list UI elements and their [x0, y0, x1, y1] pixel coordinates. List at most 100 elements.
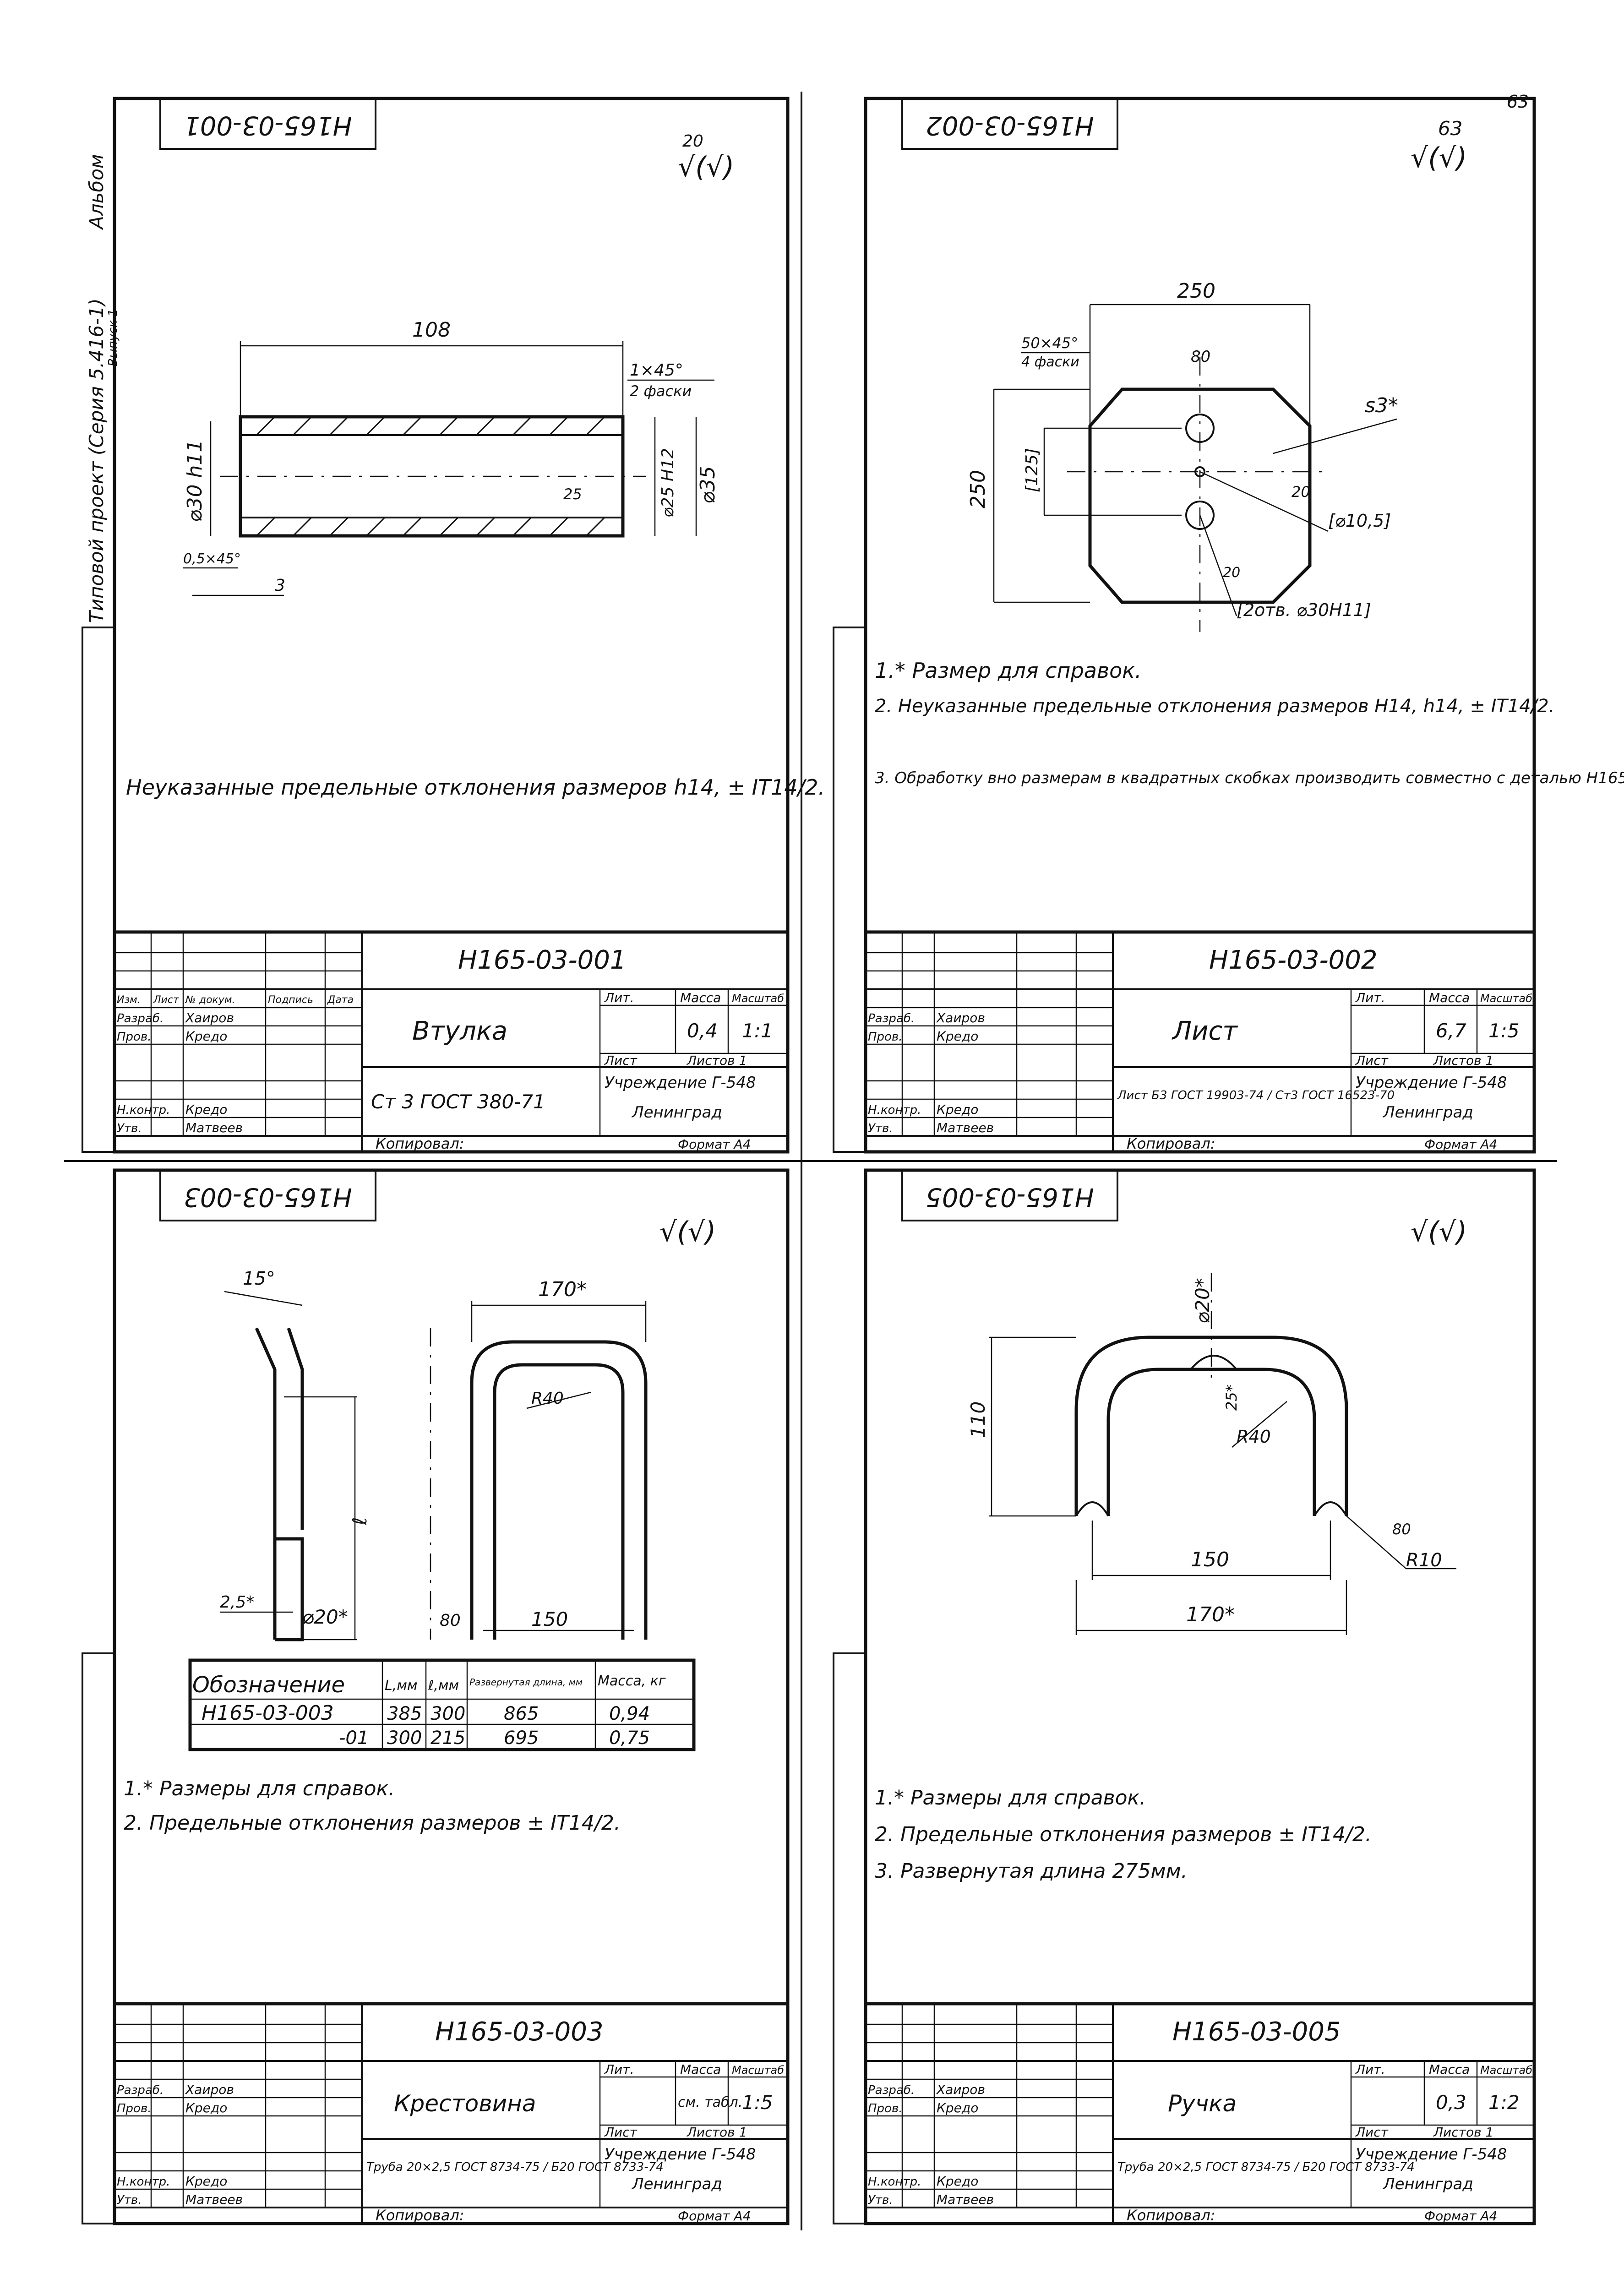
dim-thickness: s3*: [1365, 394, 1398, 417]
note-1: 1.* Размеры для справок.: [875, 1786, 1146, 1810]
table-row-2-code: -01: [339, 1728, 369, 1749]
dim-rough: 80: [1392, 1521, 1411, 1538]
roughness-value: 20: [682, 132, 703, 151]
dim-inner-diameter: ⌀25 Н12: [659, 448, 677, 518]
tb-person-name-1: Хаиров: [936, 2082, 985, 2097]
tb-lit: Лит.: [1355, 2062, 1385, 2077]
table-row-2-length: 695: [504, 1728, 539, 1749]
code-box-mirrored: [901, 1169, 1118, 1221]
dim-radius: R40: [531, 1389, 564, 1408]
dim-r-end: R10: [1406, 1550, 1442, 1571]
tb-person-name-2: Кредо: [937, 2100, 978, 2115]
sheet-2: Н165-03-002 63 √(√) 250 250 50×45° 4 фас…: [864, 98, 1624, 1154]
tb-person-role-4: Утв.: [117, 1122, 142, 1135]
tb-person-role-2: Пров.: [117, 2102, 152, 2115]
tb-sheet-label: Лист: [1355, 1053, 1389, 1068]
tb-lit: Лит.: [604, 990, 634, 1005]
dim-rough: 80: [440, 1611, 461, 1630]
tb-format: Формат А4: [678, 1137, 751, 1152]
roughness-symbol: √(√): [1411, 1216, 1467, 1248]
code-box-mirrored: [159, 98, 376, 150]
dim-width: 170*: [1186, 1603, 1235, 1626]
dim-outer-diameter: ⌀35: [696, 466, 719, 504]
roughness-symbol: √(√): [659, 1216, 716, 1248]
note-2: 2. Неуказанные предельные отклонения раз…: [875, 696, 1554, 717]
tb-sheet-label: Лист: [604, 2125, 638, 2140]
plate-hole-bottom: [1185, 501, 1215, 530]
cross-front-view: [470, 1340, 648, 1640]
tb-city: Ленинград: [1382, 2175, 1473, 2193]
tb-person-name-1: Хаиров: [185, 2082, 234, 2097]
side-issue-label: Выпуск 1: [106, 309, 120, 366]
roughness-symbol: √(√): [678, 151, 734, 183]
roughness-symbol: √(√): [1411, 142, 1467, 174]
tb-person-name-4: Матвеев: [937, 1120, 994, 1135]
part-mass: 0,4: [687, 1019, 718, 1042]
plate-hole-top: [1185, 414, 1215, 443]
note-1: Неуказанные предельные отклонения размер…: [126, 775, 825, 800]
part-scale: 1:2: [1488, 2091, 1520, 2114]
tb-scale-label: Масштаб: [1480, 992, 1532, 1005]
dim-small-chamfer: 0,5×45°: [183, 551, 241, 567]
part-material: Труба 20×2,5 ГОСТ 8734-75 / Б20 ГОСТ 873…: [366, 2160, 664, 2174]
note-2: 2. Предельные отклонения размеров ± IT14…: [124, 1811, 621, 1835]
dim-dia: ⌀20*: [302, 1606, 348, 1628]
tb-person-name-3: Кредо: [937, 1102, 978, 1117]
table-header-designation: Обозначение: [192, 1672, 345, 1698]
roughness-value: 63: [1438, 117, 1462, 140]
table-header-mass: Масса, кг: [598, 1673, 666, 1689]
tb-org: Учреждение Г-548: [605, 1074, 756, 1092]
tb-scale-label: Масштаб: [1480, 2064, 1532, 2077]
tb-copied: Копировал:: [376, 1135, 464, 1152]
side-stamp-strip-4: [833, 1652, 866, 2224]
note-3: 3. Обработку вно размерам в квадратных с…: [875, 769, 1624, 787]
dim-height: 110: [967, 1401, 989, 1438]
part-scale: 1:5: [742, 2091, 773, 2114]
part-scale: 1:1: [742, 1019, 773, 1042]
tb-city: Ленинград: [1382, 1103, 1473, 1122]
tb-person-name-3: Кредо: [937, 2174, 978, 2189]
tb-lit: Лит.: [604, 2062, 634, 2077]
table-row-1-l: 385: [387, 1703, 422, 1724]
side-stamp-strip-1: [82, 627, 115, 1153]
tb-org: Учреждение Г-548: [1356, 1074, 1507, 1092]
code-box-mirrored: [159, 1169, 376, 1221]
side-project-label: Типовой проект (Серия 5.416-1): [85, 298, 108, 623]
tb-role-date: Дата: [327, 994, 354, 1006]
sheet-3: Н165-03-003 √(√) 15° ℓ 2,5* ⌀20* 170* R4…: [113, 1169, 790, 2225]
page-number: 63: [1507, 92, 1529, 112]
table-row-1-code: Н165-03-003: [202, 1701, 334, 1725]
sheet-1: Н165-03-001 20 √(√) 108 1×45° 2 фаски: [113, 98, 825, 1154]
table-row-1-length: 865: [504, 1703, 539, 1724]
tb-role-izm: Изм.: [117, 994, 141, 1006]
part-name: Втулка: [412, 1016, 507, 1046]
dim-rough-small: 20: [1292, 483, 1310, 501]
tb-person-role-3: Н.контр.: [117, 2175, 170, 2189]
dim-rough-big: 20: [1223, 565, 1240, 581]
tb-copied: Копировал:: [376, 2207, 464, 2224]
title-code: Н165-03-001: [458, 945, 627, 975]
tb-person-role-2: Пров.: [868, 1030, 903, 1044]
tb-person-name-1: Хаиров: [185, 1010, 234, 1025]
dim-shaft-diameter: ⌀30 h11: [183, 440, 207, 522]
tb-person-name-2: Кредо: [185, 1029, 227, 1044]
tb-person-role-2: Пров.: [868, 2102, 903, 2115]
variants-table: [188, 1658, 696, 1751]
tb-sheets-label: Листов 1: [1433, 2125, 1493, 2140]
tb-person-name-4: Матвеев: [185, 1120, 243, 1135]
tb-person-role-3: Н.контр.: [117, 1103, 170, 1117]
part-material: Лист Б3 ГОСТ 19903-74 / Ст3 ГОСТ 16523-7…: [1117, 1089, 1395, 1102]
tb-format: Формат А4: [1424, 1137, 1497, 1152]
tb-person-name-2: Кредо: [937, 1029, 978, 1044]
table-header-length: Развернутая длина, мм: [469, 1677, 583, 1688]
dim-base: 150: [531, 1608, 568, 1630]
table-row-1-mass: 0,94: [609, 1703, 650, 1724]
tb-person-name-4: Матвеев: [185, 2192, 243, 2207]
dim-length: 108: [412, 318, 451, 342]
tb-sheets-label: Листов 1: [687, 2125, 747, 2140]
note-3: 3. Развернутая длина 275мм.: [875, 1859, 1188, 1883]
dim-angle: 15°: [243, 1268, 275, 1289]
title-code: Н165-03-005: [1172, 2017, 1341, 2047]
tb-role-doc: № докум.: [185, 994, 235, 1006]
tb-sheet-label: Лист: [604, 1053, 638, 1068]
